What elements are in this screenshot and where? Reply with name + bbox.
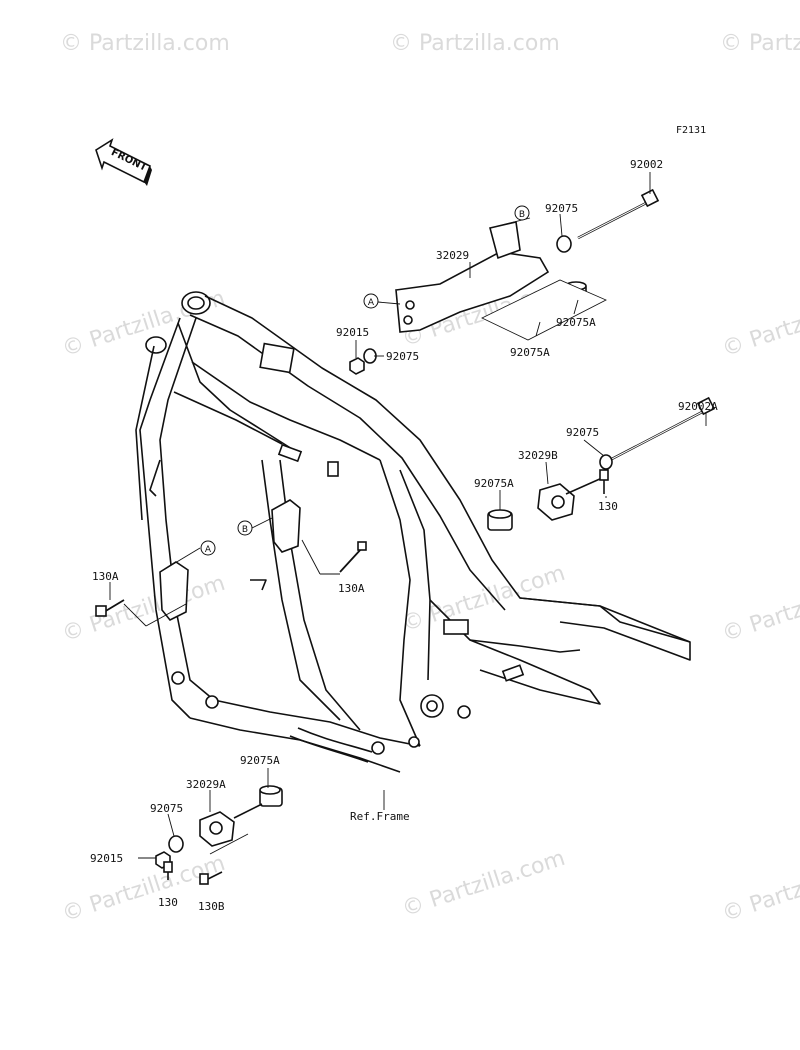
part-label-92075a[interactable]: 92075A	[556, 316, 596, 329]
top-mount-group	[349, 188, 660, 375]
watermark-layer: © Partzilla.com © Partzilla.com © Partzi…	[59, 31, 800, 927]
svg-text:B: B	[519, 210, 525, 220]
part-label-92002a[interactable]: 92002A	[678, 400, 718, 413]
watermark: © Partzilla.com	[399, 561, 568, 637]
watermark: © Partzilla.com	[720, 31, 800, 56]
part-label-92075[interactable]: 92075	[150, 802, 183, 815]
part-label-130[interactable]: 130	[158, 896, 178, 909]
svg-text:A: A	[368, 298, 375, 308]
watermark: © Partzilla.com	[719, 571, 800, 647]
callout-a-top: A	[363, 293, 379, 309]
part-label-130a[interactable]: 130A	[338, 582, 365, 595]
bottom-mount-group	[155, 785, 283, 885]
part-label-92075[interactable]: 92075	[386, 350, 419, 363]
svg-text:B: B	[242, 525, 248, 535]
part-label-130[interactable]: 130	[598, 500, 618, 513]
callout-b-frame: B	[237, 520, 253, 536]
part-label-32029a[interactable]: 32029A	[186, 778, 226, 791]
part-label-32029[interactable]: 32029	[436, 249, 469, 262]
watermark: © Partzilla.com	[59, 851, 228, 927]
part-label-92002[interactable]: 92002	[630, 158, 663, 171]
part-label-92075[interactable]: 92075	[545, 202, 578, 215]
front-arrow-icon: FRONT	[95, 138, 152, 186]
watermark: © Partzilla.com	[399, 846, 568, 922]
left-bolts-group	[95, 499, 367, 622]
part-labels: 92002 92075 32029 92015 92075 92075A 920…	[90, 158, 718, 913]
right-mount-group	[487, 396, 716, 531]
callout-a-frame: A	[200, 540, 216, 556]
leader-lines	[109, 172, 707, 859]
motorcycle-frame	[135, 291, 691, 773]
watermark: © Partzilla.com	[390, 31, 560, 56]
watermark: © Partzilla.com	[60, 31, 230, 56]
part-label-92015[interactable]: 92015	[336, 326, 369, 339]
part-label-92075a[interactable]: 92075A	[240, 754, 280, 767]
part-label-92075[interactable]: 92075	[566, 426, 599, 439]
callout-b-top: B	[514, 205, 530, 221]
part-label-92075a[interactable]: 92075A	[510, 346, 550, 359]
diagram-code: F2131	[676, 125, 706, 136]
part-label-92075a[interactable]: 92075A	[474, 477, 514, 490]
watermark: © Partzilla.com	[59, 571, 228, 647]
watermark: © Partzilla.com	[719, 851, 800, 927]
watermark: © Partzilla.com	[719, 286, 800, 362]
ref-frame-label: Ref.Frame	[350, 810, 410, 823]
part-label-130b[interactable]: 130B	[198, 900, 225, 913]
part-label-130a[interactable]: 130A	[92, 570, 119, 583]
svg-text:A: A	[205, 545, 212, 555]
part-label-32029b[interactable]: 32029B	[518, 449, 558, 462]
part-label-92015[interactable]: 92015	[90, 852, 123, 865]
